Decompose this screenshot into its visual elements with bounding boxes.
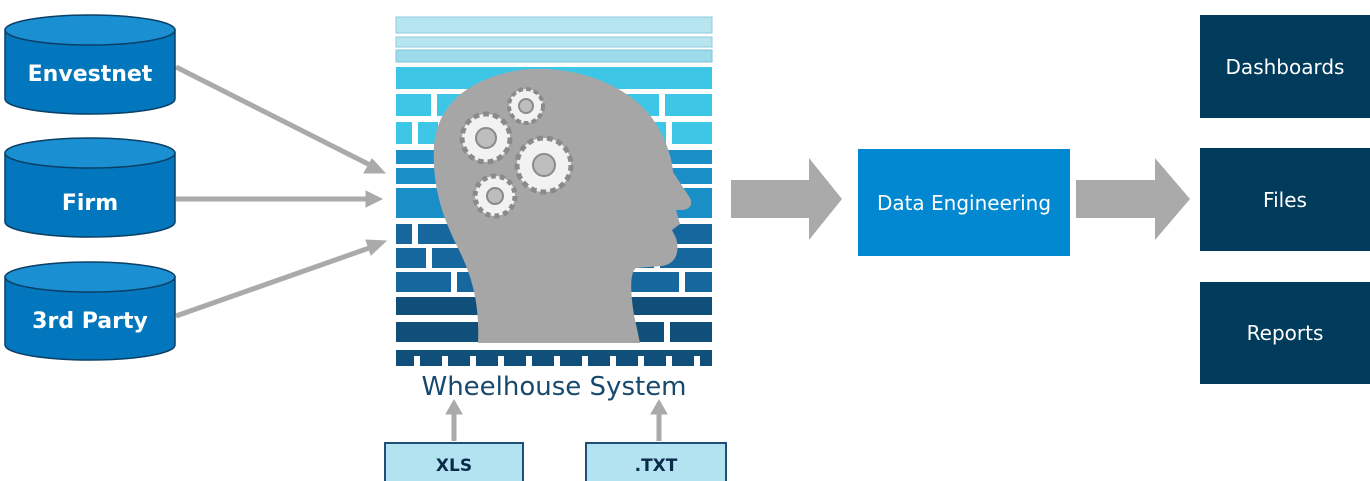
input-arrows bbox=[445, 398, 668, 441]
flow-arrows bbox=[731, 158, 1190, 240]
arrow-envestnet bbox=[174, 64, 374, 169]
arrow-firm-head bbox=[365, 190, 384, 208]
input-txt-label: .TXT bbox=[634, 456, 678, 476]
gear-icon bbox=[459, 87, 574, 219]
cylinder-envestnet bbox=[4, 14, 176, 115]
arrow-envestnet-head bbox=[363, 158, 387, 174]
head-gears-icon bbox=[433, 68, 692, 343]
system-label: Wheelhouse System bbox=[421, 372, 687, 402]
source-firm-label: Firm bbox=[61, 190, 119, 216]
arrow-3rd-party bbox=[175, 244, 373, 319]
output-reports-label: Reports bbox=[1246, 321, 1324, 345]
txt-box bbox=[585, 442, 727, 481]
source-arrows bbox=[174, 64, 388, 319]
source-3rd-party-label: 3rd Party bbox=[32, 308, 148, 334]
arrow-3rd-party-head bbox=[365, 239, 388, 256]
arrow-to-outputs bbox=[1076, 158, 1190, 240]
source-envestnet-label: Envestnet bbox=[27, 61, 153, 87]
output-reports-box bbox=[1200, 282, 1370, 384]
cylinder-3rd-party bbox=[4, 261, 176, 361]
data-engineering-label: Data Engineering bbox=[876, 190, 1052, 215]
data-engineering-box bbox=[858, 149, 1070, 256]
output-dashboards-box bbox=[1200, 15, 1370, 118]
arrow-to-data-engineering bbox=[731, 158, 842, 240]
output-files-label: Files bbox=[1263, 187, 1307, 212]
xls-box bbox=[384, 442, 524, 481]
database-cylinders bbox=[4, 14, 176, 361]
output-files-box bbox=[1200, 148, 1370, 251]
output-dashboards-label: Dashboards bbox=[1225, 54, 1345, 79]
cylinder-firm bbox=[4, 137, 176, 238]
input-xls-label: XLS bbox=[435, 456, 473, 476]
